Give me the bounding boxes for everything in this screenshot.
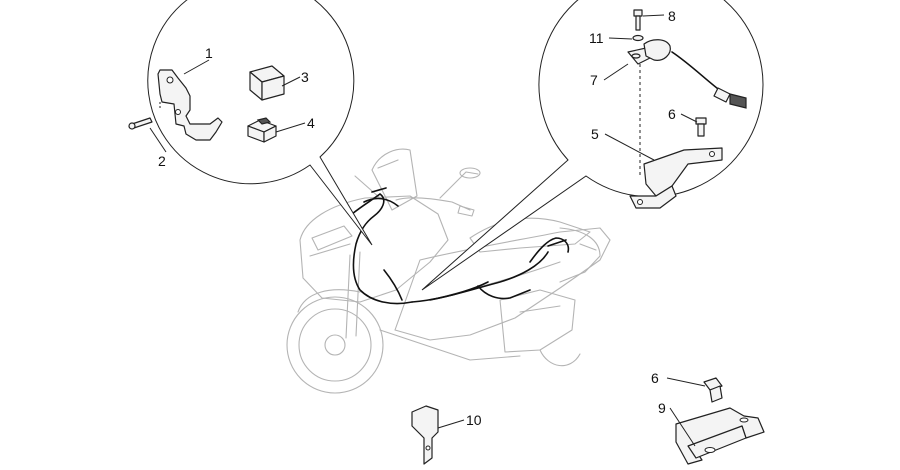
callout-7: 7 <box>590 72 598 88</box>
callout-10: 10 <box>466 412 482 428</box>
callout-labels: 1 2 3 4 8 11 7 6 5 6 9 10 <box>158 8 676 428</box>
wiring-harness <box>351 187 570 305</box>
washer-part-11 <box>632 34 644 42</box>
callout-1: 1 <box>205 45 213 61</box>
screw-part-8 <box>633 9 643 31</box>
relay-part-3 <box>249 65 285 101</box>
callout-6-lower: 6 <box>651 370 659 386</box>
callout-5: 5 <box>591 126 599 142</box>
relay-holder-part-4 <box>247 117 277 143</box>
callout-8: 8 <box>668 8 676 24</box>
leader-lines <box>149 14 706 447</box>
callout-4: 4 <box>307 115 315 131</box>
bracket-part-5 <box>629 147 723 209</box>
sensor-part-7 <box>627 39 747 178</box>
bolt-part-6-upper <box>695 117 707 137</box>
bracket-part-9 <box>675 407 765 465</box>
callout-11: 11 <box>589 30 604 46</box>
screw-part-2 <box>128 117 153 130</box>
callout-6-upper: 6 <box>668 106 676 122</box>
callout-2: 2 <box>158 153 166 169</box>
scooter-outline <box>286 148 611 394</box>
callout-9: 9 <box>658 400 666 416</box>
callout-3: 3 <box>301 69 309 85</box>
bolt-part-6-lower <box>703 377 723 403</box>
bracket-part-10 <box>411 405 439 465</box>
bracket-part-1 <box>157 69 223 141</box>
